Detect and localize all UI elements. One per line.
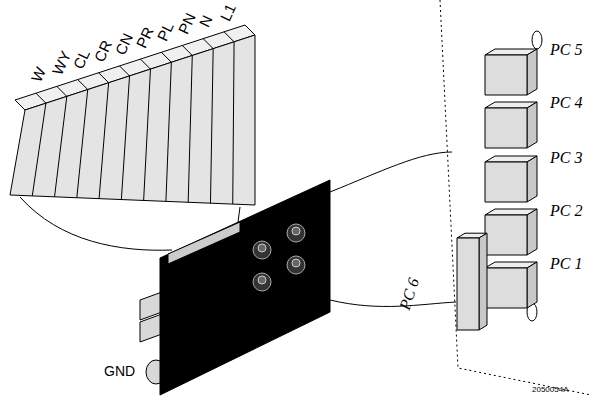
connector-label: PC 4 [550,95,582,111]
knob-cap [292,259,300,267]
drawing-number: 2050054A [532,386,568,394]
plug-connector [485,55,527,95]
plug-connector [527,102,537,148]
terminal-label: PL [154,20,175,43]
plug-connector [485,162,527,202]
ground-label: GND [104,364,135,378]
plug-connector [527,156,537,202]
terminal-divider [55,96,67,196]
connector-label: PC 1 [550,256,582,272]
terminal-divider [166,62,171,201]
panel-outline [440,0,591,395]
terminal-label: CR [91,38,114,64]
knob-cap [258,244,266,252]
terminal-label: CN [112,31,135,57]
leader-line [330,152,452,192]
terminal-divider [203,39,213,49]
terminal-divider [78,80,88,90]
terminal-divider [121,76,129,200]
terminal-divider [99,83,109,199]
terminal-divider [210,49,213,204]
terminal-divider [120,66,130,76]
terminal-label: PR [133,25,155,50]
leader-line [330,300,456,306]
terminal-divider [36,93,46,103]
connector-label: PC 5 [550,42,582,58]
connector-label: PC 2 [550,203,582,219]
terminal-label: CL [70,47,92,71]
terminal-divider [140,59,150,69]
plug-connector-tall [479,233,487,330]
leader-line [238,207,240,222]
knob-cap [258,276,266,284]
terminal-label: PN [175,11,197,36]
plug-connector [485,108,527,148]
circuit-board [160,180,330,395]
knob-cap [292,227,300,235]
terminal-divider [161,52,171,62]
plug-connector [485,268,527,308]
knob [287,256,305,274]
terminal-divider [233,42,234,204]
terminal-divider [77,90,88,198]
knob [287,224,305,242]
knob [253,241,271,259]
plug-connector-tall [457,238,479,330]
terminal-divider [144,69,151,200]
leader-line [20,197,172,250]
terminal-label: L1 [217,1,238,22]
knob [253,273,271,291]
terminal-strip-front [10,35,255,205]
plug-connector [527,209,537,255]
plug-connector [527,49,537,95]
terminal-divider [32,103,46,196]
terminal-divider [99,73,109,83]
plug-connector [485,215,527,255]
terminal-label: W [28,65,48,84]
connector-label: PC 3 [550,150,582,166]
side-connector [140,314,162,342]
mounting-hole [532,31,542,49]
terminal-divider [57,86,67,96]
terminal-label: N [196,13,214,29]
plug-connector [527,262,537,308]
terminal-divider [224,32,234,42]
board-terminal-block [168,222,240,264]
terminal-divider [188,55,192,202]
connector-label: PC 6 [397,276,422,312]
terminal-divider [182,45,192,55]
